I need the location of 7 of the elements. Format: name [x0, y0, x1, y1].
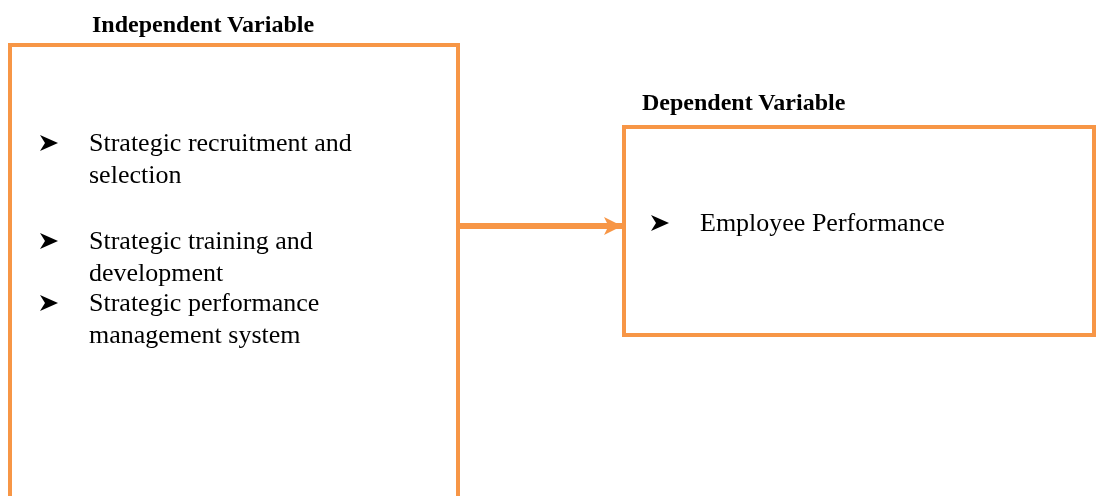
box-heading: Dependent Variable	[642, 89, 846, 116]
arrow	[460, 217, 622, 235]
box-heading: Independent Variable	[92, 11, 315, 38]
list-item: Employee Performance	[700, 207, 946, 239]
list-item: Strategic recruitment and selection	[89, 127, 353, 191]
list-item: Strategic training and development	[89, 225, 314, 289]
list-item: Strategic performance management system	[89, 287, 321, 351]
